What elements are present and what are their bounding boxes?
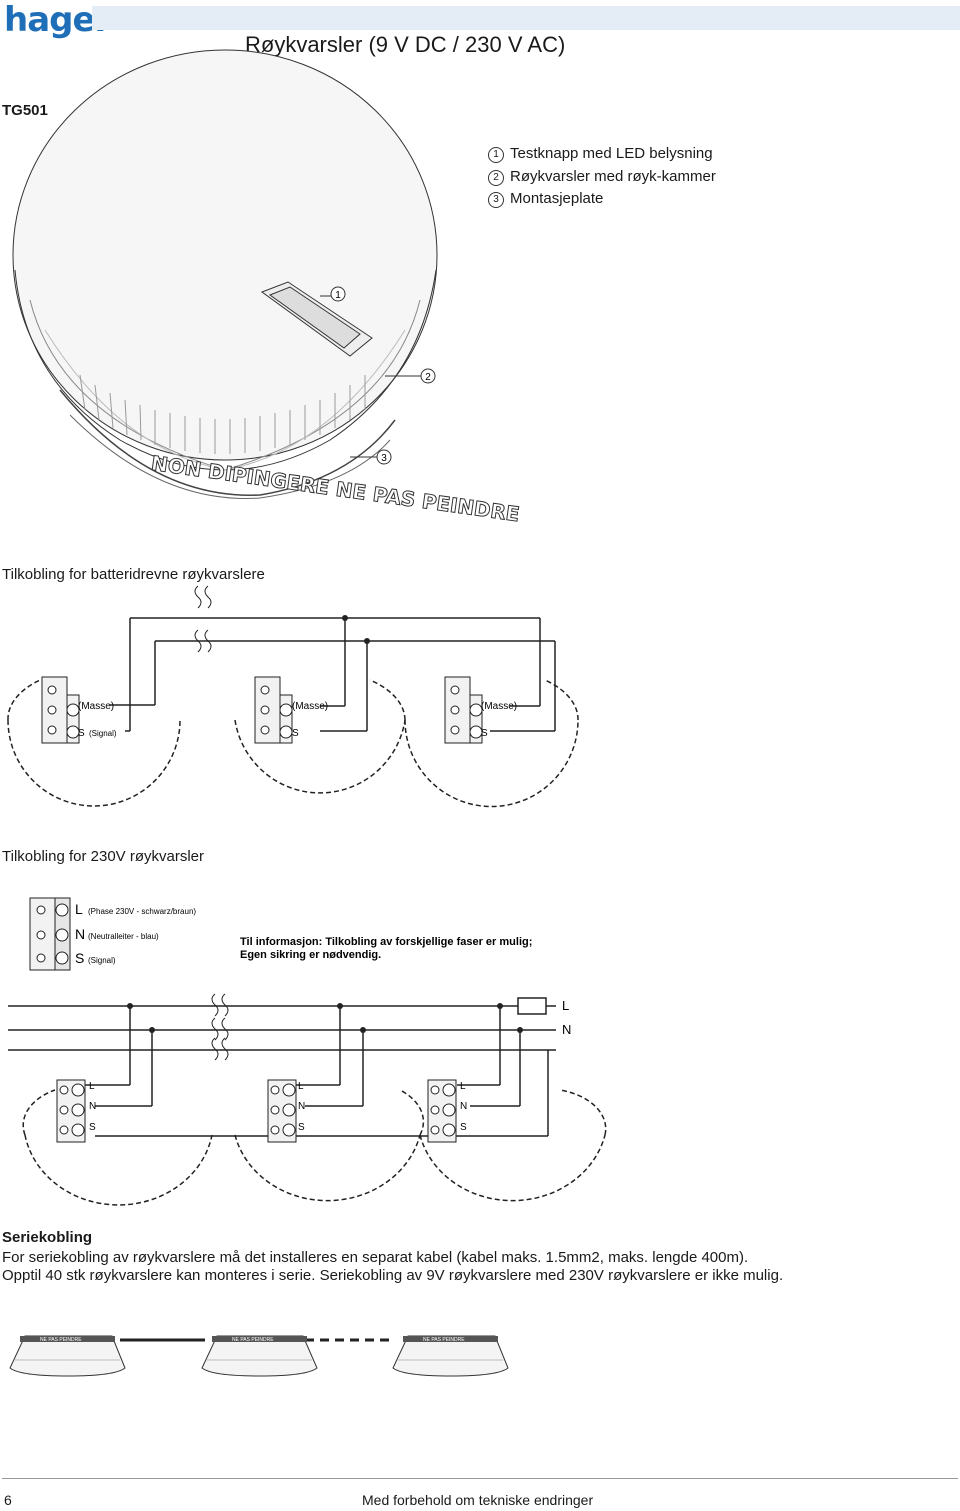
serial-heading: Seriekobling	[2, 1229, 93, 1246]
legend-label: Montasjeplate	[510, 190, 604, 207]
unit2-s-label: S	[292, 728, 299, 739]
legend-item: 3 Montasjeplate	[488, 188, 716, 211]
legend-number: 3	[488, 192, 504, 208]
battery-section-heading: Tilkobling for batteridrevne røykvarsler…	[2, 566, 265, 583]
footer-note: Med forbehold om tekniske endringer	[362, 1492, 594, 1508]
band-text-1: NE PAS PEINDRE	[40, 1337, 82, 1343]
legend-label: Testknapp med LED belysning	[510, 145, 713, 162]
unit3-N: N	[460, 1101, 467, 1112]
unit1-L: L	[89, 1081, 95, 1092]
legend-L: L	[75, 901, 83, 917]
unit1-N: N	[89, 1101, 96, 1112]
supply-N-label: N	[562, 1022, 571, 1037]
unit3-L: L	[460, 1081, 466, 1092]
unit1-s-label: S	[78, 728, 85, 739]
callout-3: 3	[381, 453, 387, 464]
smoke-detector-illustration: NON DIPINGERE NE PAS PEINDRE 1 2 3	[12, 49, 522, 527]
serial-text: For seriekobling av røykvarslere må det …	[2, 1249, 957, 1285]
ring-text: NON DIPINGERE NE PAS PEINDRE	[150, 451, 521, 526]
ac-note-line1: Til informasjon: Tilkobling av forskjell…	[240, 936, 532, 948]
callout-1: 1	[335, 290, 341, 301]
unit3-masse-label: (Masse)	[481, 701, 517, 712]
legend-item: 2 Røykvarsler med røyk-kammer	[488, 166, 716, 189]
legend-N: N	[75, 926, 85, 942]
ac-section-heading: Tilkobling for 230V røykvarsler	[2, 848, 205, 865]
unit3-S: S	[460, 1122, 467, 1133]
legend-L-desc: (Phase 230V - schwarz/braun)	[88, 907, 196, 916]
callout-2: 2	[425, 372, 431, 383]
unit2-N: N	[298, 1101, 305, 1112]
unit2-L: L	[298, 1081, 304, 1092]
legend-label: Røykvarsler med røyk-kammer	[510, 167, 716, 185]
legend-item: 1 Testknapp med LED belysning	[488, 143, 716, 166]
unit2-S: S	[298, 1122, 305, 1133]
model-number: TG501	[2, 102, 48, 119]
supply-L-label: L	[562, 998, 569, 1013]
ac-note-line2: Egen sikring er nødvendig.	[240, 949, 381, 961]
unit1-signal-label: (Signal)	[89, 729, 117, 738]
band-text-3: NE PAS PEINDRE	[423, 1337, 465, 1343]
serial-line-2: Opptil 40 stk røykvarslere kan monteres …	[2, 1267, 784, 1284]
footer-rule	[2, 1478, 958, 1479]
serial-line-1: For seriekobling av røykvarslere må det …	[2, 1249, 749, 1266]
page-number: 6	[4, 1492, 12, 1508]
unit1-S: S	[89, 1122, 96, 1133]
header-bar	[92, 6, 960, 30]
legend-N-desc: (Neutralleiter - blau)	[88, 932, 159, 941]
band-text-2: NE PAS PEINDRE	[232, 1337, 274, 1343]
legend-S: S	[75, 950, 84, 966]
unit2-masse-label: (Masse)	[292, 701, 328, 712]
legend-number: 2	[488, 169, 504, 186]
page-title: Røykvarsler (9 V DC / 230 V AC)	[245, 32, 566, 57]
unit3-s-label: S	[481, 728, 488, 739]
unit1-masse-label: (Masse)	[78, 701, 114, 712]
parts-legend: 1 Testknapp med LED belysning 2 Røykvarsle…	[488, 143, 716, 211]
legend-S-desc: (Signal)	[88, 956, 116, 965]
legend-number: 1	[488, 147, 504, 163]
